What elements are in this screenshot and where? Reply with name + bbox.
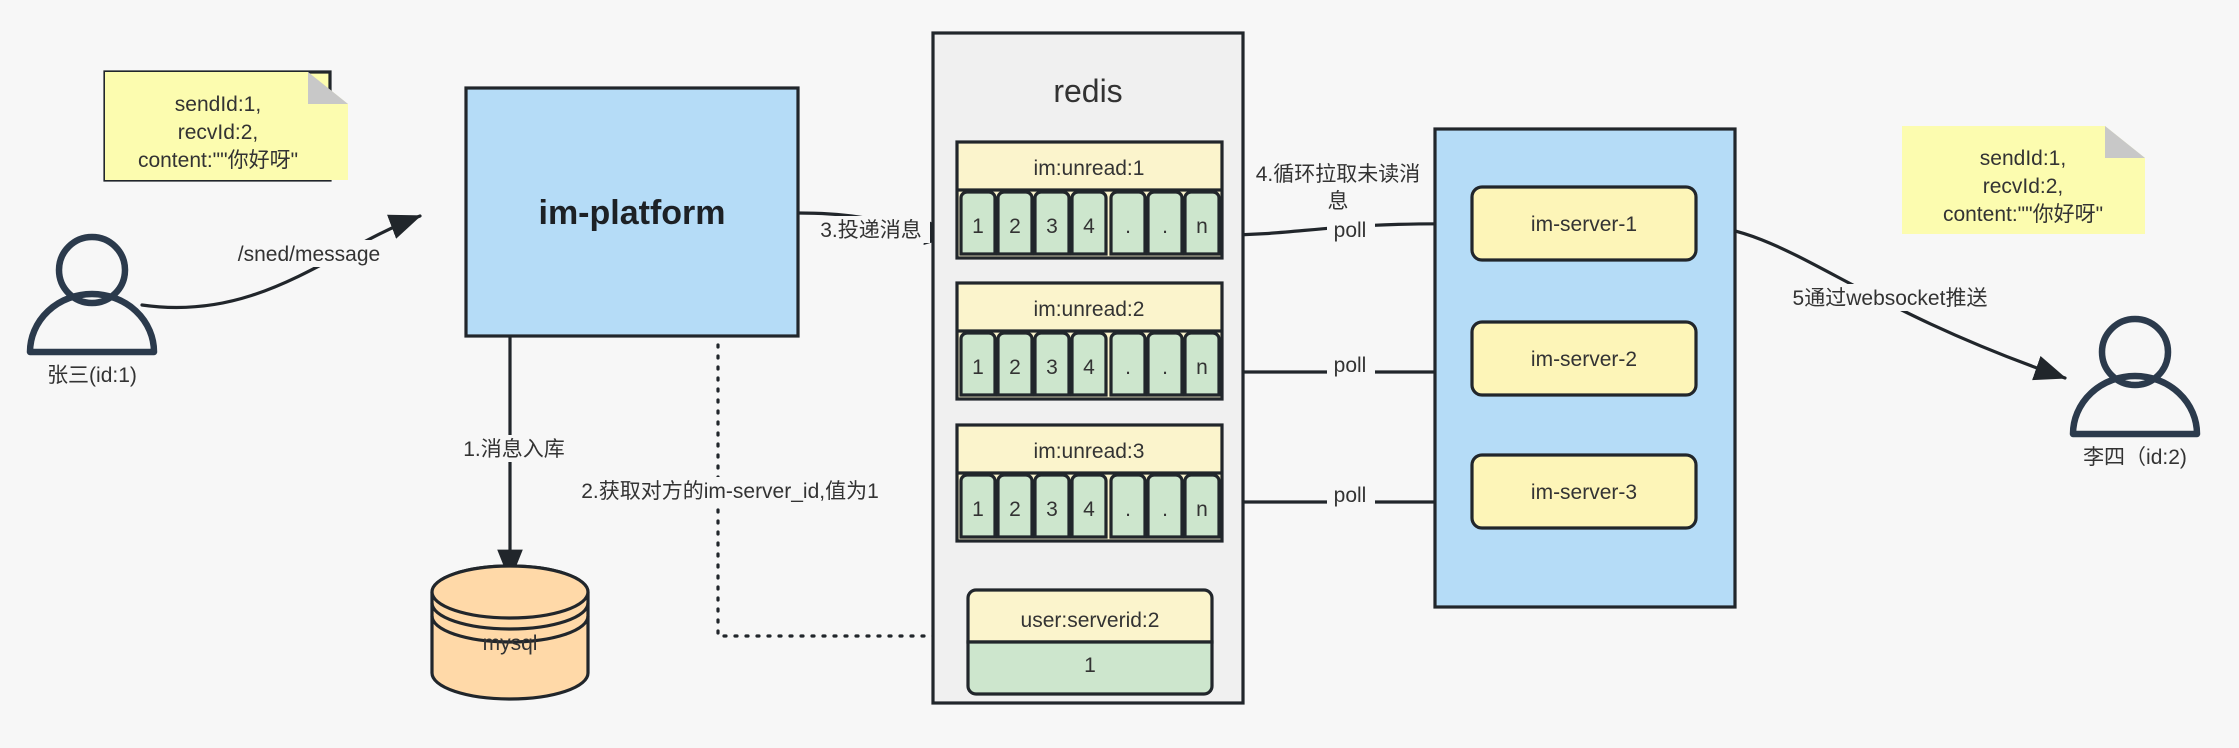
edge-label-step4: 4.循环拉取未读消 [1256,163,1421,186]
note-right-line-1: recvId:2, [1983,175,2064,198]
edge-label-step4-wrap: 息 [1327,190,1349,213]
redis-cell-2-0: 1 [972,498,984,521]
redis-key-label-2: im:unread:3 [1034,440,1145,463]
redis-cell-2-1: 2 [1009,498,1021,521]
redis-cell-2-6: n [1196,498,1208,521]
edge-label-poll-2-text: poll [1334,484,1367,507]
redis-value-entry[interactable] [966,588,1214,696]
redis-key-block-0[interactable] [955,140,1224,260]
edge-label-poll-1: poll [1327,351,1375,378]
note-right-line-2: content:""你好呀" [1943,203,2103,226]
edge-label-poll-2: poll [1327,481,1375,508]
message-payload-note-left [103,70,348,182]
redis-cell-0-4: . [1125,215,1131,238]
im-server-label-2: im-server-3 [1531,481,1637,504]
redis-cell-0-5: . [1162,215,1168,238]
edge-queue1-to-server1 [1220,210,1472,237]
edge-label-send-message: /sned/message [228,240,390,267]
note-right-line-0: sendId:1, [1980,147,2066,170]
redis-title: redis [1053,73,1122,109]
redis-value-key-label: user:serverid:2 [1021,609,1160,632]
redis-cells-1 [959,331,1221,397]
edge-label-step2-text: 2.获取对方的im-server_id,值为1 [581,480,879,503]
redis-cell-0-2: 3 [1046,215,1058,238]
redis-value-value-label: 1 [1084,654,1096,677]
redis-cell-1-3: 4 [1083,356,1095,379]
im-server-box-1[interactable] [1470,320,1698,397]
message-payload-note-right [1902,126,2145,234]
redis-cells-2 [959,473,1221,539]
redis-cell-1-2: 3 [1046,356,1058,379]
redis-cell-1-5: . [1162,356,1168,379]
im-server-box-2[interactable] [1470,453,1698,530]
edge-label-step1: 1.消息入库 [455,435,573,462]
im-server-label-0: im-server-1 [1531,213,1637,236]
mysql-label: mysql [483,632,538,655]
redis-key-block-2[interactable] [955,423,1224,543]
edge-label-step4-text: 4.循环拉取未读消 [1256,163,1421,186]
redis-key-label-0: im:unread:1 [1034,157,1145,180]
note-left-line-0: sendId:1, [175,93,261,116]
redis-cell-2-5: . [1162,498,1168,521]
im-platform-label: im-platform [539,194,726,232]
edge-sender-to-platform [140,214,422,310]
note-left-line-2: content:""你好呀" [138,149,298,172]
edge-label-step5: 5通过websocket推送 [1788,284,1993,311]
edge-label-poll-0-text: poll [1334,219,1367,242]
redis-cell-0-1: 2 [1009,215,1021,238]
redis-cell-0-3: 4 [1083,215,1095,238]
redis-cell-0-0: 1 [972,215,984,238]
edge-label-step5-text: 5通过websocket推送 [1793,287,1988,310]
redis-cells-0 [959,190,1221,256]
actor-sender-label: 张三(id:1) [47,364,137,387]
edge-label-step3: 3.投递消息 [812,216,930,243]
redis-cell-1-4: . [1125,356,1131,379]
redis-cell-2-4: . [1125,498,1131,521]
edge-label-poll-1-text: poll [1334,354,1367,377]
redis-cell-1-0: 1 [972,356,984,379]
im-server-label-1: im-server-2 [1531,348,1637,371]
edge-label-step2: 2.获取对方的im-server_id,值为1 [578,477,881,504]
redis-cell-1-6: n [1196,356,1208,379]
actor-sender[interactable] [26,233,158,356]
redis-key-label-1: im:unread:2 [1034,298,1145,321]
edge-label-step1-text: 1.消息入库 [463,438,565,461]
redis-cell-0-6: n [1196,215,1208,238]
edge-label-poll-0: poll [1327,216,1375,243]
actor-receiver-label: 李四（id:2) [2083,446,2187,469]
mysql-database[interactable] [430,564,590,701]
redis-cell-1-1: 2 [1009,356,1021,379]
edge-label-send-message-text: /sned/message [238,243,380,266]
im-server-box-0[interactable] [1470,185,1698,262]
redis-cell-2-3: 4 [1083,498,1095,521]
redis-key-block-1[interactable] [955,281,1224,401]
actor-receiver[interactable] [2069,315,2201,438]
redis-cell-2-2: 3 [1046,498,1058,521]
im-platform-box[interactable] [464,86,800,338]
edge-label-step3-text: 3.投递消息 [820,219,922,242]
note-left-line-1: recvId:2, [178,121,259,144]
